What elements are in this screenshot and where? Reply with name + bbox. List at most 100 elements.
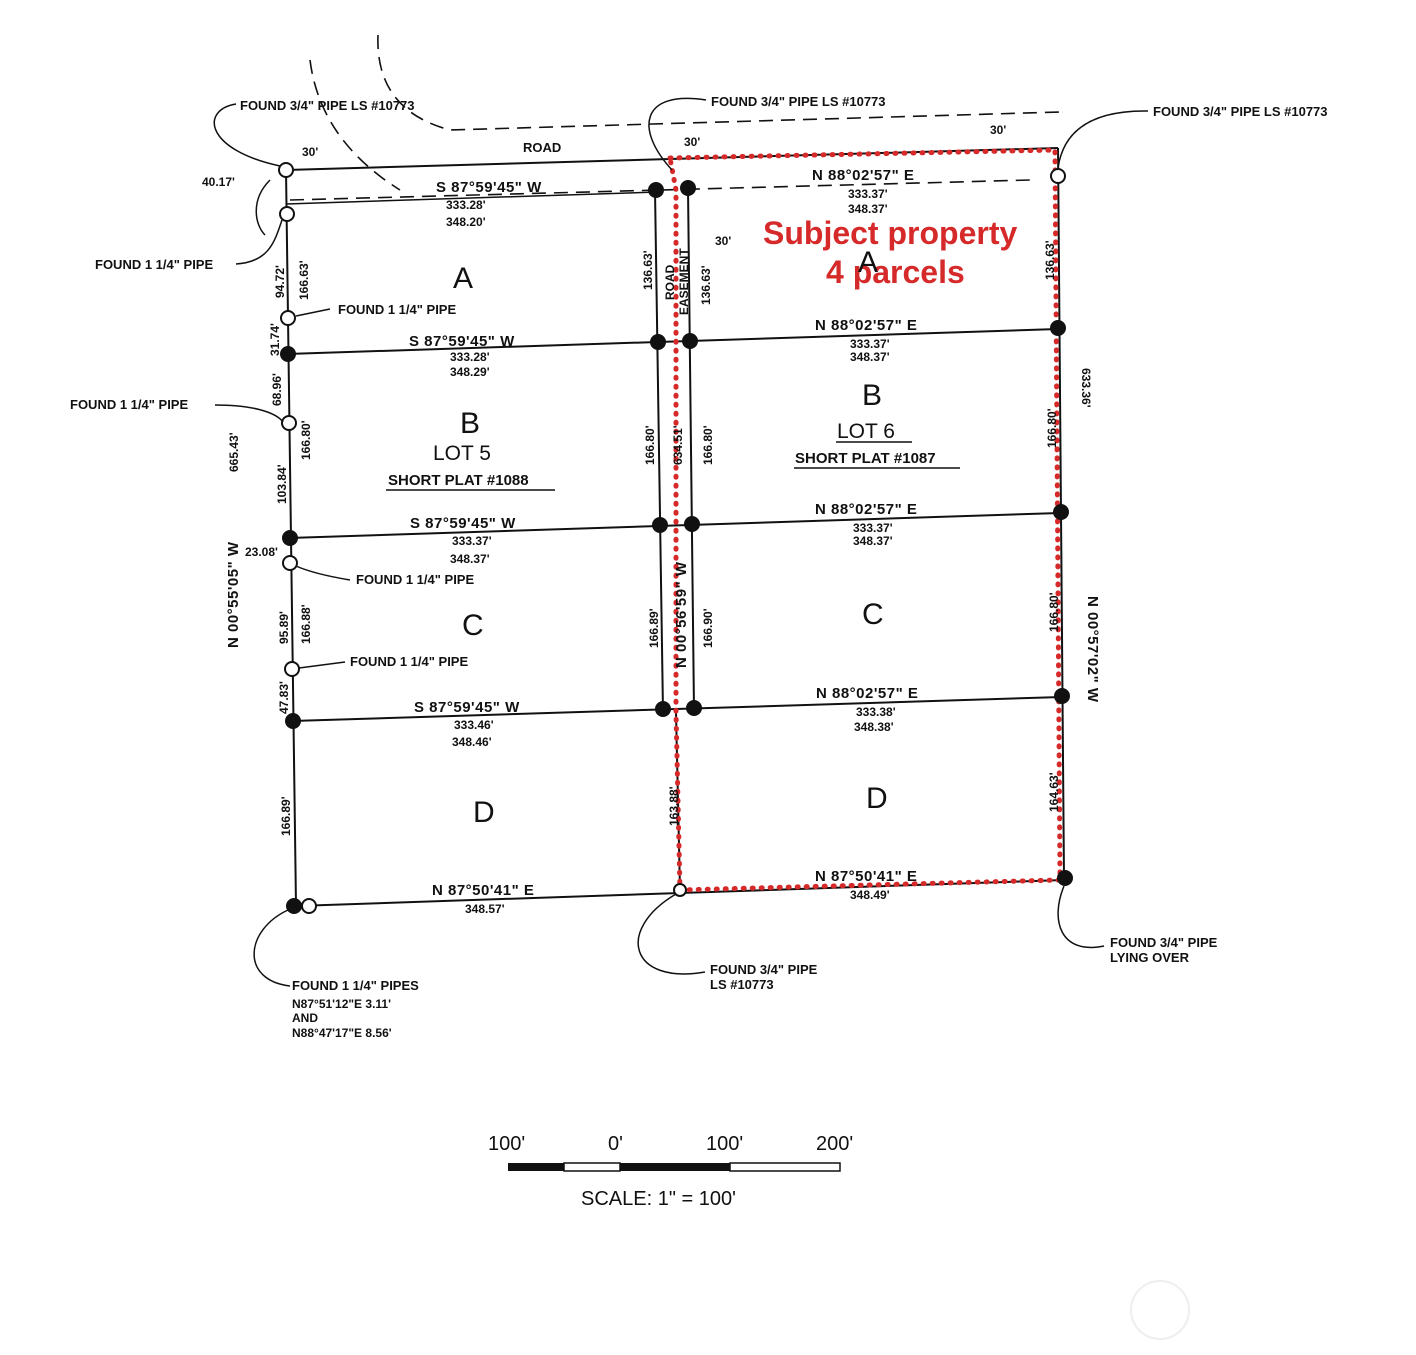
parcel-c-east: C	[862, 598, 884, 631]
parcel-b-west: B	[460, 407, 480, 440]
monument-ew-bc	[652, 517, 668, 533]
monument-ew-cd	[655, 701, 671, 717]
east-dim-4: 164.63'	[1047, 772, 1061, 812]
middle-dimensions: 136.63' 136.63' 166.80' 166.80' 634.51' …	[641, 250, 715, 826]
mid-dim-total: 634.51'	[671, 425, 685, 465]
road-curve-outer	[309, 59, 401, 191]
scale-seg-3	[620, 1163, 730, 1171]
mid-dim-w3: 166.89'	[647, 608, 661, 648]
west-dimensions: 40.17' 94.72' 166.63' 31.74' 68.96' 166.…	[202, 175, 313, 836]
note-w-pipe5: FOUND 1 1/4" PIPE	[350, 654, 468, 669]
leader-sw	[253, 909, 291, 987]
parcel-d-west: D	[473, 796, 495, 829]
leader-w1	[235, 219, 283, 265]
note-w-pipe2: FOUND 1 1/4" PIPE	[338, 302, 456, 317]
east-line-5-bearing: N 87°50'41" E	[815, 868, 917, 885]
note-sw-3: AND	[292, 1011, 318, 1025]
tick-40	[255, 179, 271, 236]
west-line-4-d1: 333.46'	[454, 718, 494, 732]
note-w-pipe1: FOUND 1 1/4" PIPE	[95, 257, 213, 272]
leader-ne	[1057, 110, 1149, 169]
lot6-name: LOT 6	[837, 420, 895, 443]
monument-w-bc	[282, 530, 298, 546]
scale-tick-4: 200'	[816, 1133, 853, 1155]
mid-dim-e1: 136.63'	[699, 265, 713, 305]
road-lines: ROAD 30' 30' 30' 30'	[289, 34, 1061, 248]
note-w-pipe3: FOUND 1 1/4" PIPE	[70, 397, 188, 412]
east-line-3-bearing: N 88°02'57" E	[815, 501, 917, 518]
east-line-2-d1: 333.37'	[850, 337, 890, 351]
lot5-plat: SHORT PLAT #1088	[388, 472, 529, 489]
road-label: ROAD	[523, 140, 561, 155]
west-dim-3174: 31.74'	[268, 323, 282, 356]
east-line-3-d2: 348.37'	[853, 534, 893, 548]
leader-w4	[295, 565, 351, 581]
east-line-5-d1: 348.49'	[850, 888, 890, 902]
note-nw-top: FOUND 3/4" PIPE LS #10773	[240, 98, 415, 113]
west-dim-16689: 166.89'	[279, 796, 293, 836]
east-line-4-d1: 333.38'	[856, 705, 896, 719]
scale-seg-4	[729, 1162, 841, 1172]
west-bearing: N 00°55'05" W	[225, 541, 242, 648]
pipe-nw	[278, 162, 294, 178]
west-dim-total: 665.43'	[227, 432, 241, 472]
monuments	[278, 162, 1073, 914]
monument-e-cd	[1054, 688, 1070, 704]
easement-east-line	[687, 187, 695, 711]
west-dim-16688: 166.88'	[299, 604, 313, 644]
leader-w5	[298, 661, 346, 669]
east-bearings: N 88°02'57" E 333.37' 348.37' N 88°02'57…	[812, 167, 918, 902]
west-dim-2308: 23.08'	[245, 545, 278, 559]
pipe-w4	[282, 555, 298, 571]
scale-bar: 100' 0' 100' 200' SCALE: 1" = 100'	[488, 1133, 853, 1210]
east-line-1-d1: 333.37'	[848, 187, 888, 201]
east-line-2-bearing: N 88°02'57" E	[815, 317, 917, 334]
west-line-1-d1: 333.28'	[446, 198, 486, 212]
pipe-w3	[281, 415, 297, 431]
parcel-a-west: A	[453, 262, 473, 295]
pipe-ne	[1050, 168, 1066, 184]
west-line-2-d2: 348.29'	[450, 365, 490, 379]
parcel-letters: A A B B C C D D	[453, 246, 888, 829]
note-sw-1: FOUND 1 1/4" PIPES	[292, 978, 419, 993]
monument-ee-bc	[684, 516, 700, 532]
line-bc	[288, 512, 1061, 539]
faint-circle-icon	[1130, 1280, 1190, 1340]
west-dim-10384: 103.84'	[275, 464, 289, 504]
west-line-5-d1: 348.57'	[465, 902, 505, 916]
east-bearing: N 00°57'02" W	[1084, 596, 1101, 703]
east-line-3-d1: 333.37'	[853, 521, 893, 535]
note-sw-4: N88°47'17"E 8.56'	[292, 1026, 392, 1040]
west-line-3-bearing: S 87°59'45" W	[410, 515, 516, 532]
west-dim-4783: 47.83'	[277, 681, 291, 714]
pipe-w1	[279, 206, 295, 222]
easement-width: 30'	[715, 234, 731, 248]
mid-dim-e2: 166.80'	[701, 425, 715, 465]
note-smid-1: FOUND 3/4" PIPE	[710, 962, 818, 977]
scale-label: SCALE: 1" = 100'	[581, 1188, 736, 1210]
leader-w3	[214, 404, 284, 423]
scale-seg-1	[508, 1163, 564, 1171]
west-line-4-bearing: S 87°59'45" W	[414, 699, 520, 716]
pipe-sw	[301, 898, 317, 914]
pipe-w5	[284, 661, 300, 677]
east-line-1-bearing: N 88°02'57" E	[812, 167, 914, 184]
road-edge-north	[377, 34, 1061, 131]
monument-sw	[286, 898, 302, 914]
road-centerline	[289, 179, 1031, 201]
leader-s-mid	[637, 893, 706, 975]
scale-tick-3: 100'	[706, 1133, 743, 1155]
monument-ee-n	[680, 180, 696, 196]
east-line-2-d2: 348.37'	[850, 350, 890, 364]
mid-bearing: N 00°56'59" W	[673, 561, 690, 668]
road-width-right: 30'	[990, 123, 1006, 137]
west-line-4-d2: 348.46'	[452, 735, 492, 749]
west-dim-16663: 166.63'	[297, 260, 311, 300]
scale-tick-2: 0'	[608, 1133, 623, 1155]
easement-label-1: ROAD	[663, 264, 677, 300]
mid-dim-w2: 166.80'	[643, 425, 657, 465]
east-dim-total: 633.36'	[1079, 368, 1093, 408]
east-dim-1: 136.63'	[1043, 240, 1057, 280]
leader-mid-top	[648, 97, 707, 171]
west-line-3-d1: 333.37'	[452, 534, 492, 548]
